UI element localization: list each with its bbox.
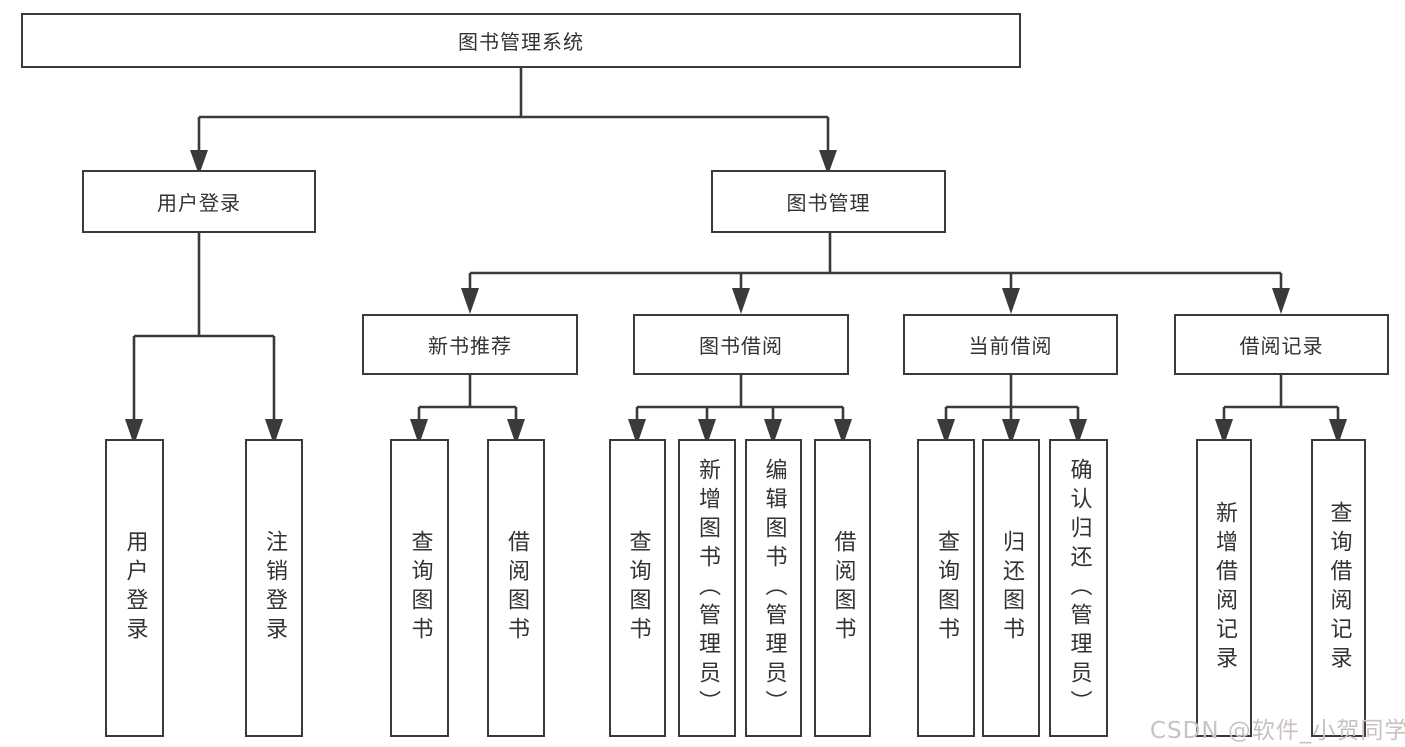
connector-book-borrow-to-leaves <box>635 375 845 421</box>
leaf-query-borrow-record: 查询借阅记录 <box>1311 439 1366 737</box>
node-library-management-system: 图书管理系统 <box>21 13 1021 68</box>
connector-current-borrow-to-leaves <box>944 375 1080 421</box>
leaf-query-books-borrowing-label: 查询图书 <box>625 530 651 646</box>
leaf-edit-books-admin: 编辑图书（管理员） <box>745 439 802 737</box>
csdn-watermark: CSDN @软件_小贺同学 <box>1150 718 1405 744</box>
node-current-borrowing: 当前借阅 <box>903 314 1118 375</box>
connector-book-mgmt-arrowheads <box>461 288 1290 314</box>
connector-current-borrow-arrowheads <box>937 419 1087 445</box>
node-new-book-recommendation: 新书推荐 <box>362 314 578 375</box>
leaf-add-borrow-record: 新增借阅记录 <box>1196 439 1252 737</box>
connector-user-login-arrowheads <box>125 419 283 445</box>
connector-new-book-arrowheads <box>410 419 525 445</box>
leaf-query-books-recommend-label: 查询图书 <box>407 530 433 646</box>
leaf-confirm-return-admin: 确认归还（管理员） <box>1049 439 1108 737</box>
connector-user-login-to-leaves <box>132 233 276 421</box>
node-book-management-module: 图书管理 <box>711 170 946 233</box>
connector-root-to-level2 <box>197 68 830 152</box>
leaf-user-login-label: 用户登录 <box>122 530 148 646</box>
leaf-borrow-books-recommend: 借阅图书 <box>487 439 545 737</box>
leaf-borrow-books-borrowing: 借阅图书 <box>814 439 871 737</box>
leaf-add-books-admin: 新增图书（管理员） <box>678 439 736 737</box>
connector-root-to-level2-arrowheads <box>190 150 837 175</box>
node-user-login-module: 用户登录 <box>82 170 316 233</box>
leaf-logout-label: 注销登录 <box>262 530 287 646</box>
leaf-borrow-books-borrowing-label: 借阅图书 <box>830 530 856 646</box>
connector-borrow-records-to-leaves <box>1222 375 1340 421</box>
connector-new-book-to-leaves <box>417 375 518 421</box>
leaf-logout: 注销登录 <box>245 439 303 737</box>
leaf-add-borrow-record-label: 新增借阅记录 <box>1212 501 1237 675</box>
leaf-query-books-current: 查询图书 <box>917 439 975 737</box>
leaf-edit-books-admin-label: 编辑图书（管理员） <box>761 457 787 719</box>
leaf-user-login: 用户登录 <box>105 439 164 737</box>
leaf-query-books-recommend: 查询图书 <box>390 439 449 737</box>
leaf-query-books-current-label: 查询图书 <box>934 530 959 646</box>
node-borrowing-records: 借阅记录 <box>1174 314 1389 375</box>
leaf-return-books-label: 归还图书 <box>999 530 1024 646</box>
leaf-add-books-admin-label: 新增图书（管理员） <box>695 457 720 719</box>
leaf-confirm-return-admin-label: 确认归还（管理员） <box>1066 457 1092 719</box>
connector-borrow-records-arrowheads <box>1215 419 1347 445</box>
connector-book-mgmt-to-level3 <box>468 233 1283 290</box>
leaf-query-books-borrowing: 查询图书 <box>609 439 666 737</box>
leaf-borrow-books-recommend-label: 借阅图书 <box>504 530 529 646</box>
connector-book-borrow-arrowheads <box>628 419 852 445</box>
leaf-return-books: 归还图书 <box>982 439 1040 737</box>
leaf-query-borrow-record-label: 查询借阅记录 <box>1326 501 1352 675</box>
node-book-borrowing: 图书借阅 <box>633 314 849 375</box>
